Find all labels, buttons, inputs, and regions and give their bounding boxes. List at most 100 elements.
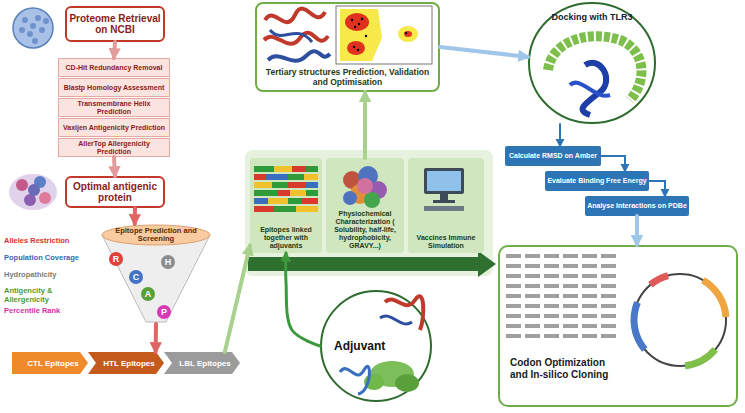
virus-illustration [13, 8, 53, 48]
ramachandran-plot-part [354, 26, 356, 28]
node-text: AllerTop Allergenicity Prediction [61, 140, 167, 156]
molecule-illustration-part [357, 178, 373, 194]
screening-funnel: Epitope Prediction and ScreeningRCHAP [100, 224, 212, 324]
epitope-sequence-part [274, 166, 292, 172]
circle-outline [141, 287, 155, 301]
progress-arrow-bar-part [248, 251, 496, 277]
criterion-label: Antigencity & Allergenicity [4, 286, 98, 304]
protein-ribbon-part [270, 30, 312, 42]
flow-connector [286, 253, 320, 346]
circle-outline [321, 291, 431, 401]
virus-illustration-part [35, 15, 41, 21]
protein-ribbon-part [264, 33, 328, 44]
node-text: CD-Hit Redundancy Removal [66, 64, 163, 72]
criterion-label: Percentile Rank [4, 306, 98, 315]
epitope-sequence-part [254, 198, 268, 204]
adjuvant-structure-part [385, 296, 423, 330]
node-text: Optimal antigenic protein [69, 181, 161, 203]
node-text: H [165, 257, 172, 267]
flow-connector [225, 245, 250, 352]
virus-illustration-part [27, 31, 33, 37]
adjuvant-structure-part [380, 316, 412, 324]
virus-illustration-part [19, 27, 25, 33]
circle-outline [109, 252, 123, 266]
ramachandran-plot-part [336, 6, 432, 64]
protein-illustration-part [9, 174, 57, 210]
node-text: HTL Epitopes [103, 359, 154, 368]
funnel-body [102, 235, 210, 322]
filter-step-box: Blastp Homology Assessment [58, 78, 170, 97]
ramachandran-plot-part [358, 23, 360, 25]
ramachandran-plot-part [405, 32, 407, 34]
epitope-sequence-part [254, 206, 274, 212]
ramachandran-plot-part [357, 49, 359, 51]
funnel-rim [102, 225, 210, 245]
node-text: CTL Epitopes [27, 359, 78, 368]
flow-connector [601, 156, 625, 171]
virus-illustration-part [43, 18, 49, 24]
molecule-illustration-part [343, 191, 357, 205]
progress-arrow-bar [248, 251, 496, 277]
codon-rows-part [506, 314, 618, 318]
molecule-illustration-part [350, 184, 370, 204]
codon-rows-part [506, 334, 618, 338]
codon-rows-part [506, 284, 618, 288]
ramachandran-plot-part [353, 46, 355, 48]
adjuvant-structure [340, 296, 423, 394]
chevron-band [88, 352, 164, 374]
filter-step-box: Vaxijen Antigenicity Prediction [58, 118, 170, 137]
node-text: Vaccines Immune Simulation [410, 234, 482, 250]
criterion-label: Population Coverage [4, 253, 98, 262]
node-text: LBL Epitopes [179, 359, 230, 368]
docking-structure-part [548, 36, 641, 100]
node-text: Tertiary structures Prediction, Validati… [261, 67, 434, 87]
adjuvant-circle: Adjuvant [320, 290, 432, 402]
filter-step-box: Transmembrane Helix Prediction [58, 98, 170, 117]
codon-rows-part [506, 264, 618, 268]
node-text: Analyse Interactions on PDBe [587, 202, 687, 210]
epitope-sequence-part [266, 174, 288, 180]
plasmid-map-part [615, 255, 745, 385]
epitope-sequence-part [254, 182, 272, 188]
codon-rows-part [506, 304, 618, 308]
flow-connector [649, 181, 665, 196]
ramachandran-plot-part [340, 9, 382, 61]
node-text: Codon Optimization and In-silico Cloning [510, 357, 610, 381]
chevron-band [164, 352, 240, 374]
plasmid-map-part [634, 274, 726, 366]
protein-illustration [9, 174, 57, 210]
epitope-sequence-part [268, 198, 288, 204]
node-text: Epitope Prediction and Screening [108, 227, 204, 243]
epitope-sequence-part [288, 174, 304, 180]
construct-box: Epitopes linked together with adjuvants [250, 158, 322, 253]
epitope-sequence [254, 166, 318, 212]
flow-connector [114, 157, 115, 176]
criterion-circle: A [140, 286, 156, 302]
node-text: C [133, 272, 140, 282]
protein-ribbon-part [265, 9, 325, 23]
adjuvant-structure-part [370, 361, 414, 387]
virus-illustration-part [39, 27, 45, 33]
ramachandran-plot-part [398, 26, 418, 42]
criterion-circle: C [128, 269, 144, 285]
epitope-sequence-part [254, 174, 266, 180]
node-text: Adjuvant [334, 339, 385, 353]
codon-rows-part [506, 324, 618, 328]
epitope-sequence-part [290, 190, 306, 196]
epitope-sequence-part [288, 198, 302, 204]
protein-illustration-part [39, 192, 51, 204]
epitope-sequence-part [278, 190, 290, 196]
analysis-box: Analyse Interactions on PDBe [585, 196, 689, 216]
adjuvant-structure-part [340, 366, 369, 394]
ramachandran-plot-part [404, 31, 412, 37]
protein-ribbon-part [268, 51, 330, 61]
epitope-sequence-part [304, 174, 318, 180]
epitope-sequence-part [306, 166, 318, 172]
node-text: P [161, 307, 167, 317]
node-text: Evaluate Binding Free Energy [547, 177, 646, 185]
molecule-illustration-part [369, 181, 387, 199]
protein-ribbon [264, 9, 330, 61]
epitope-band: HTL Epitopes [88, 352, 164, 374]
computer-icon-part [424, 206, 464, 211]
virus-illustration-part [22, 17, 28, 23]
